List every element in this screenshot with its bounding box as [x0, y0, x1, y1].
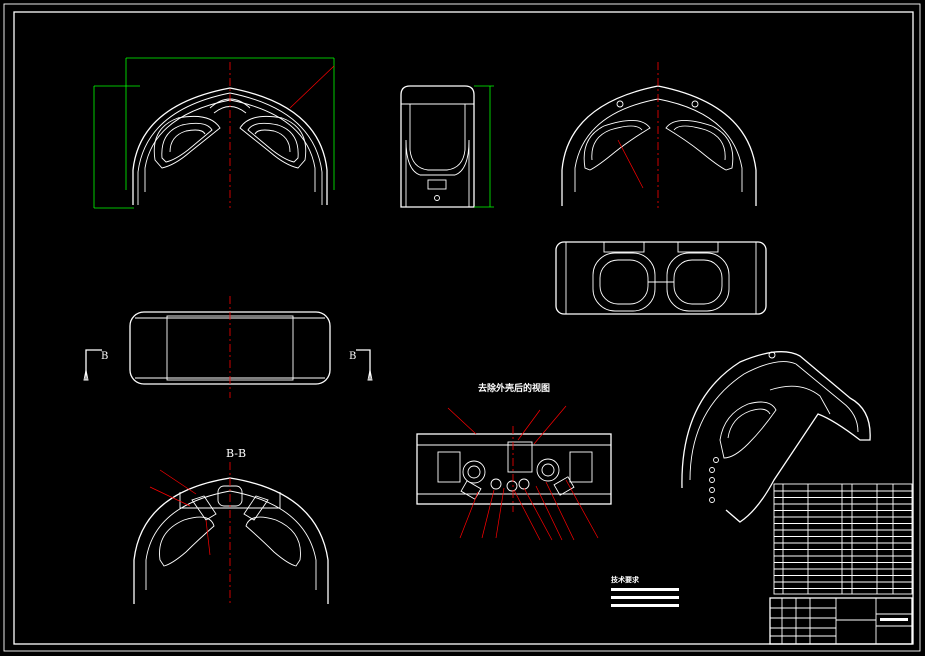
rear-view — [561, 62, 757, 208]
sheet-outer-border — [3, 3, 921, 652]
section-label: B-B — [226, 447, 247, 460]
parts-list-table — [773, 483, 913, 595]
assembly-view-without-shell — [416, 405, 612, 541]
assembly-view-title: 去除外壳后的视图 — [478, 384, 551, 394]
bottom-view — [83, 296, 373, 398]
technical-requirements-text — [611, 588, 679, 607]
side-view — [400, 85, 494, 208]
sheet-inner-border — [13, 11, 914, 645]
front-view — [93, 57, 335, 209]
cut-marker-right: B — [349, 351, 357, 362]
top-view — [555, 241, 767, 315]
technical-requirements-heading: 技术要求 — [611, 576, 639, 584]
isometric-view — [681, 351, 871, 523]
cut-marker-left: B — [101, 351, 109, 362]
right-lens-cushion — [239, 115, 307, 169]
section-bb-view — [133, 462, 329, 606]
title-block — [769, 597, 913, 645]
left-lens-cushion — [153, 115, 221, 169]
